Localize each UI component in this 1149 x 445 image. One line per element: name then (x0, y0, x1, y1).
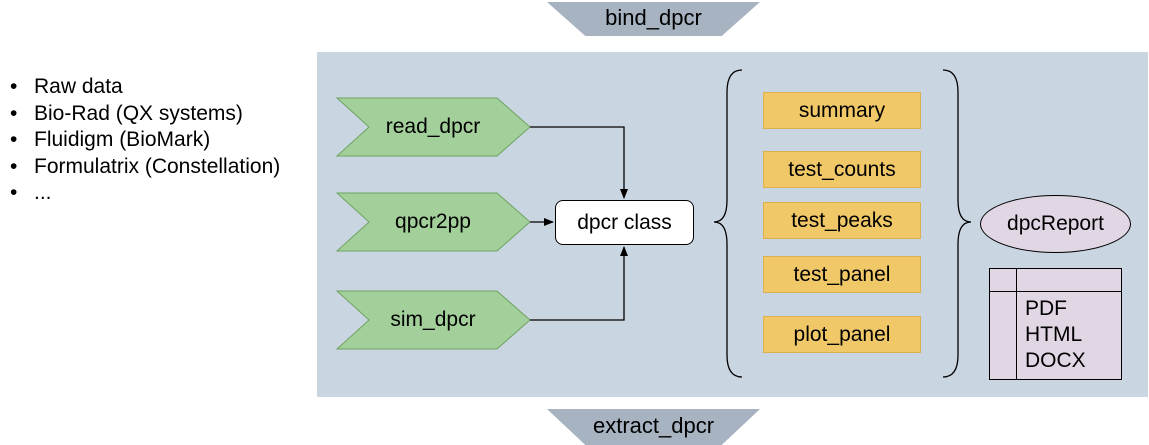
data-source-item: Fluidigm (BioMark) (8, 127, 280, 154)
dpcreport-ellipse: dpcReport (980, 195, 1131, 253)
extract-connector-label: extract_dpcr (592, 413, 715, 438)
method-summary: summary (763, 92, 921, 129)
method-test-panel: test_panel (763, 256, 921, 293)
report-format-list: PDF HTML DOCX (1025, 296, 1086, 374)
dpcr-class-box: dpcr class (555, 200, 694, 245)
read-dpcr-label: read_dpcr (385, 115, 481, 138)
method-plot-panel: plot_panel (763, 316, 921, 353)
extract-connector (547, 409, 760, 445)
read-to-class-arrow (530, 126, 628, 199)
bind-connector-label: bind_dpcr (605, 5, 702, 30)
read-dpcr-chevron (335, 97, 531, 157)
bind-connector (547, 2, 760, 36)
left-brace (713, 69, 743, 378)
data-source-list: Raw data Bio-Rad (QX systems) Fluidigm (… (8, 74, 280, 207)
method-test-peaks: test_peaks (763, 202, 921, 239)
qpcr2pp-label: qpcr2pp (395, 210, 471, 233)
method-test-counts: test_counts (763, 151, 921, 188)
data-source-item: Raw data (8, 74, 280, 101)
data-source-item: ... (8, 180, 280, 207)
data-source-item: Bio-Rad (QX systems) (8, 101, 280, 128)
report-format-item: HTML (1025, 323, 1083, 346)
report-formats-document: PDF HTML DOCX (989, 268, 1122, 380)
data-source-item: Formulatrix (Constellation) (8, 154, 280, 181)
sim-dpcr-label: sim_dpcr (390, 308, 476, 331)
report-format-item: PDF (1025, 297, 1067, 320)
qpcr2pp-chevron (335, 192, 531, 252)
report-format-item: DOCX (1025, 349, 1086, 372)
sim-dpcr-chevron (335, 290, 531, 350)
right-brace (942, 69, 972, 378)
document-margin-line (1016, 269, 1017, 379)
document-divider (990, 291, 1121, 292)
sim-to-class-arrow (530, 246, 628, 321)
